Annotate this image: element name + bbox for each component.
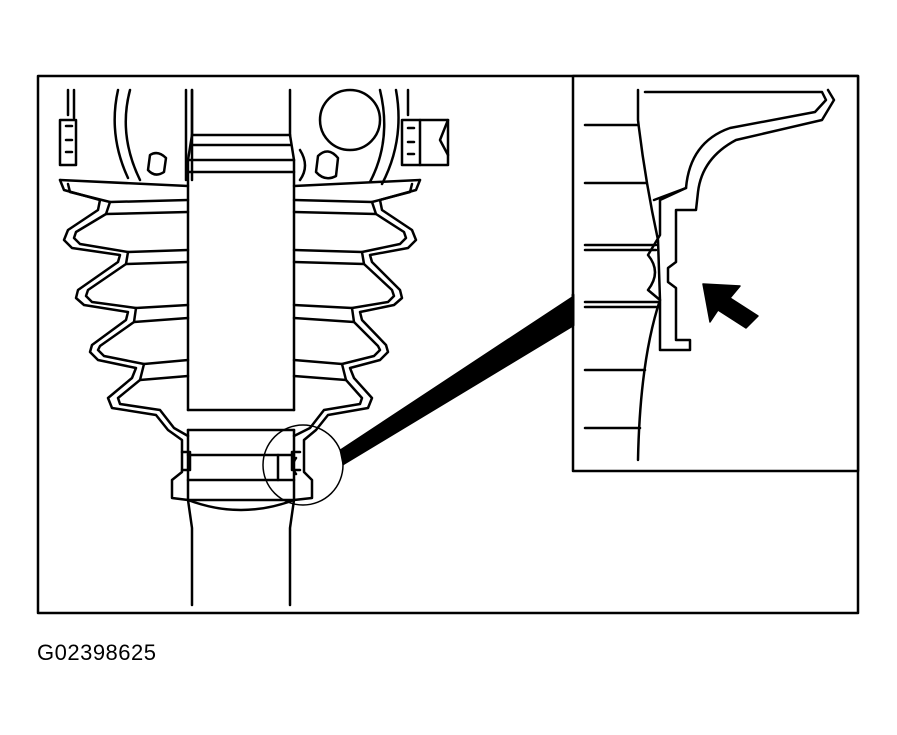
drive-shaft [186,88,296,607]
detail-inset [571,74,860,473]
ball-bearing [318,88,382,152]
inset-frame [571,74,860,473]
cv-joint-housing [58,88,450,186]
figure-id-label: G02398625 [37,640,157,665]
detail-callout [262,294,576,506]
callout-leader [339,294,576,466]
boot-clamp [180,450,302,482]
rubber-boot [58,178,422,502]
pointer-arrow-icon [702,283,759,329]
